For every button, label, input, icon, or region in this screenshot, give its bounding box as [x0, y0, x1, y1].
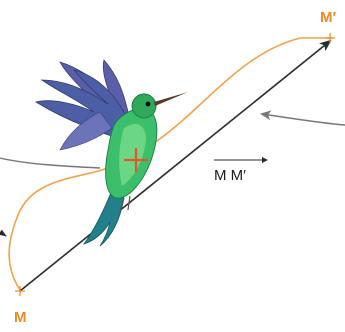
left-edge-arrow	[0, 229, 7, 237]
center-cross-icon	[124, 148, 148, 172]
left-pointer-arrow	[0, 157, 101, 169]
translation-vector	[19, 39, 332, 292]
hummingbird-icon	[34, 59, 188, 247]
right-pointer-arrow	[260, 110, 345, 126]
point-m-prime-label: M′	[320, 9, 336, 26]
point-m-label: M	[14, 309, 27, 326]
point-m-prime-marker	[325, 33, 335, 43]
vector-label-group: M M′	[214, 157, 268, 184]
trajectory-curve	[8, 37, 333, 291]
vector-label: M M′	[214, 167, 246, 184]
point-m-marker	[15, 286, 25, 296]
